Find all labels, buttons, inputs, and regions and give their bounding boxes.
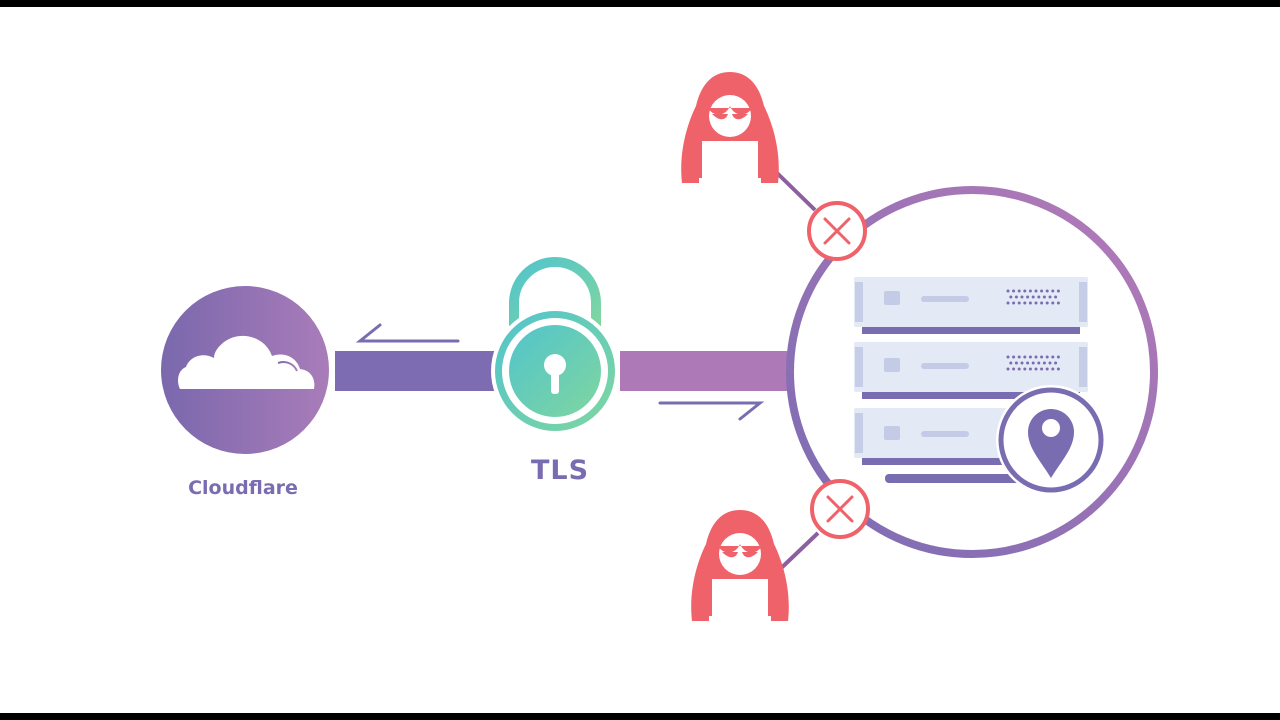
blocked-bottom-x-circle-icon	[810, 479, 870, 539]
diagram-canvas: Cloudflare TLS	[0, 7, 1280, 713]
map-pin-icon	[996, 385, 1106, 495]
arrow-right-icon	[658, 401, 765, 421]
connection-bar	[335, 351, 790, 391]
attack-path-top	[774, 170, 817, 212]
attack-path-bottom	[774, 531, 820, 575]
padlock-icon	[491, 257, 619, 435]
tls-connection-diagram	[161, 72, 1158, 621]
origin-server-node	[786, 186, 1158, 558]
cloudflare-label: Cloudflare	[188, 477, 298, 499]
cloudflare-node	[161, 286, 329, 454]
blocked-top-x-circle-icon	[807, 201, 867, 261]
cloud-icon	[178, 335, 315, 389]
arrow-left-icon	[355, 323, 460, 343]
attacker-top-hooded-hacker-icon	[681, 72, 779, 183]
tls-label: TLS	[530, 455, 590, 486]
attacker-bottom-hooded-hacker-icon	[691, 510, 789, 621]
